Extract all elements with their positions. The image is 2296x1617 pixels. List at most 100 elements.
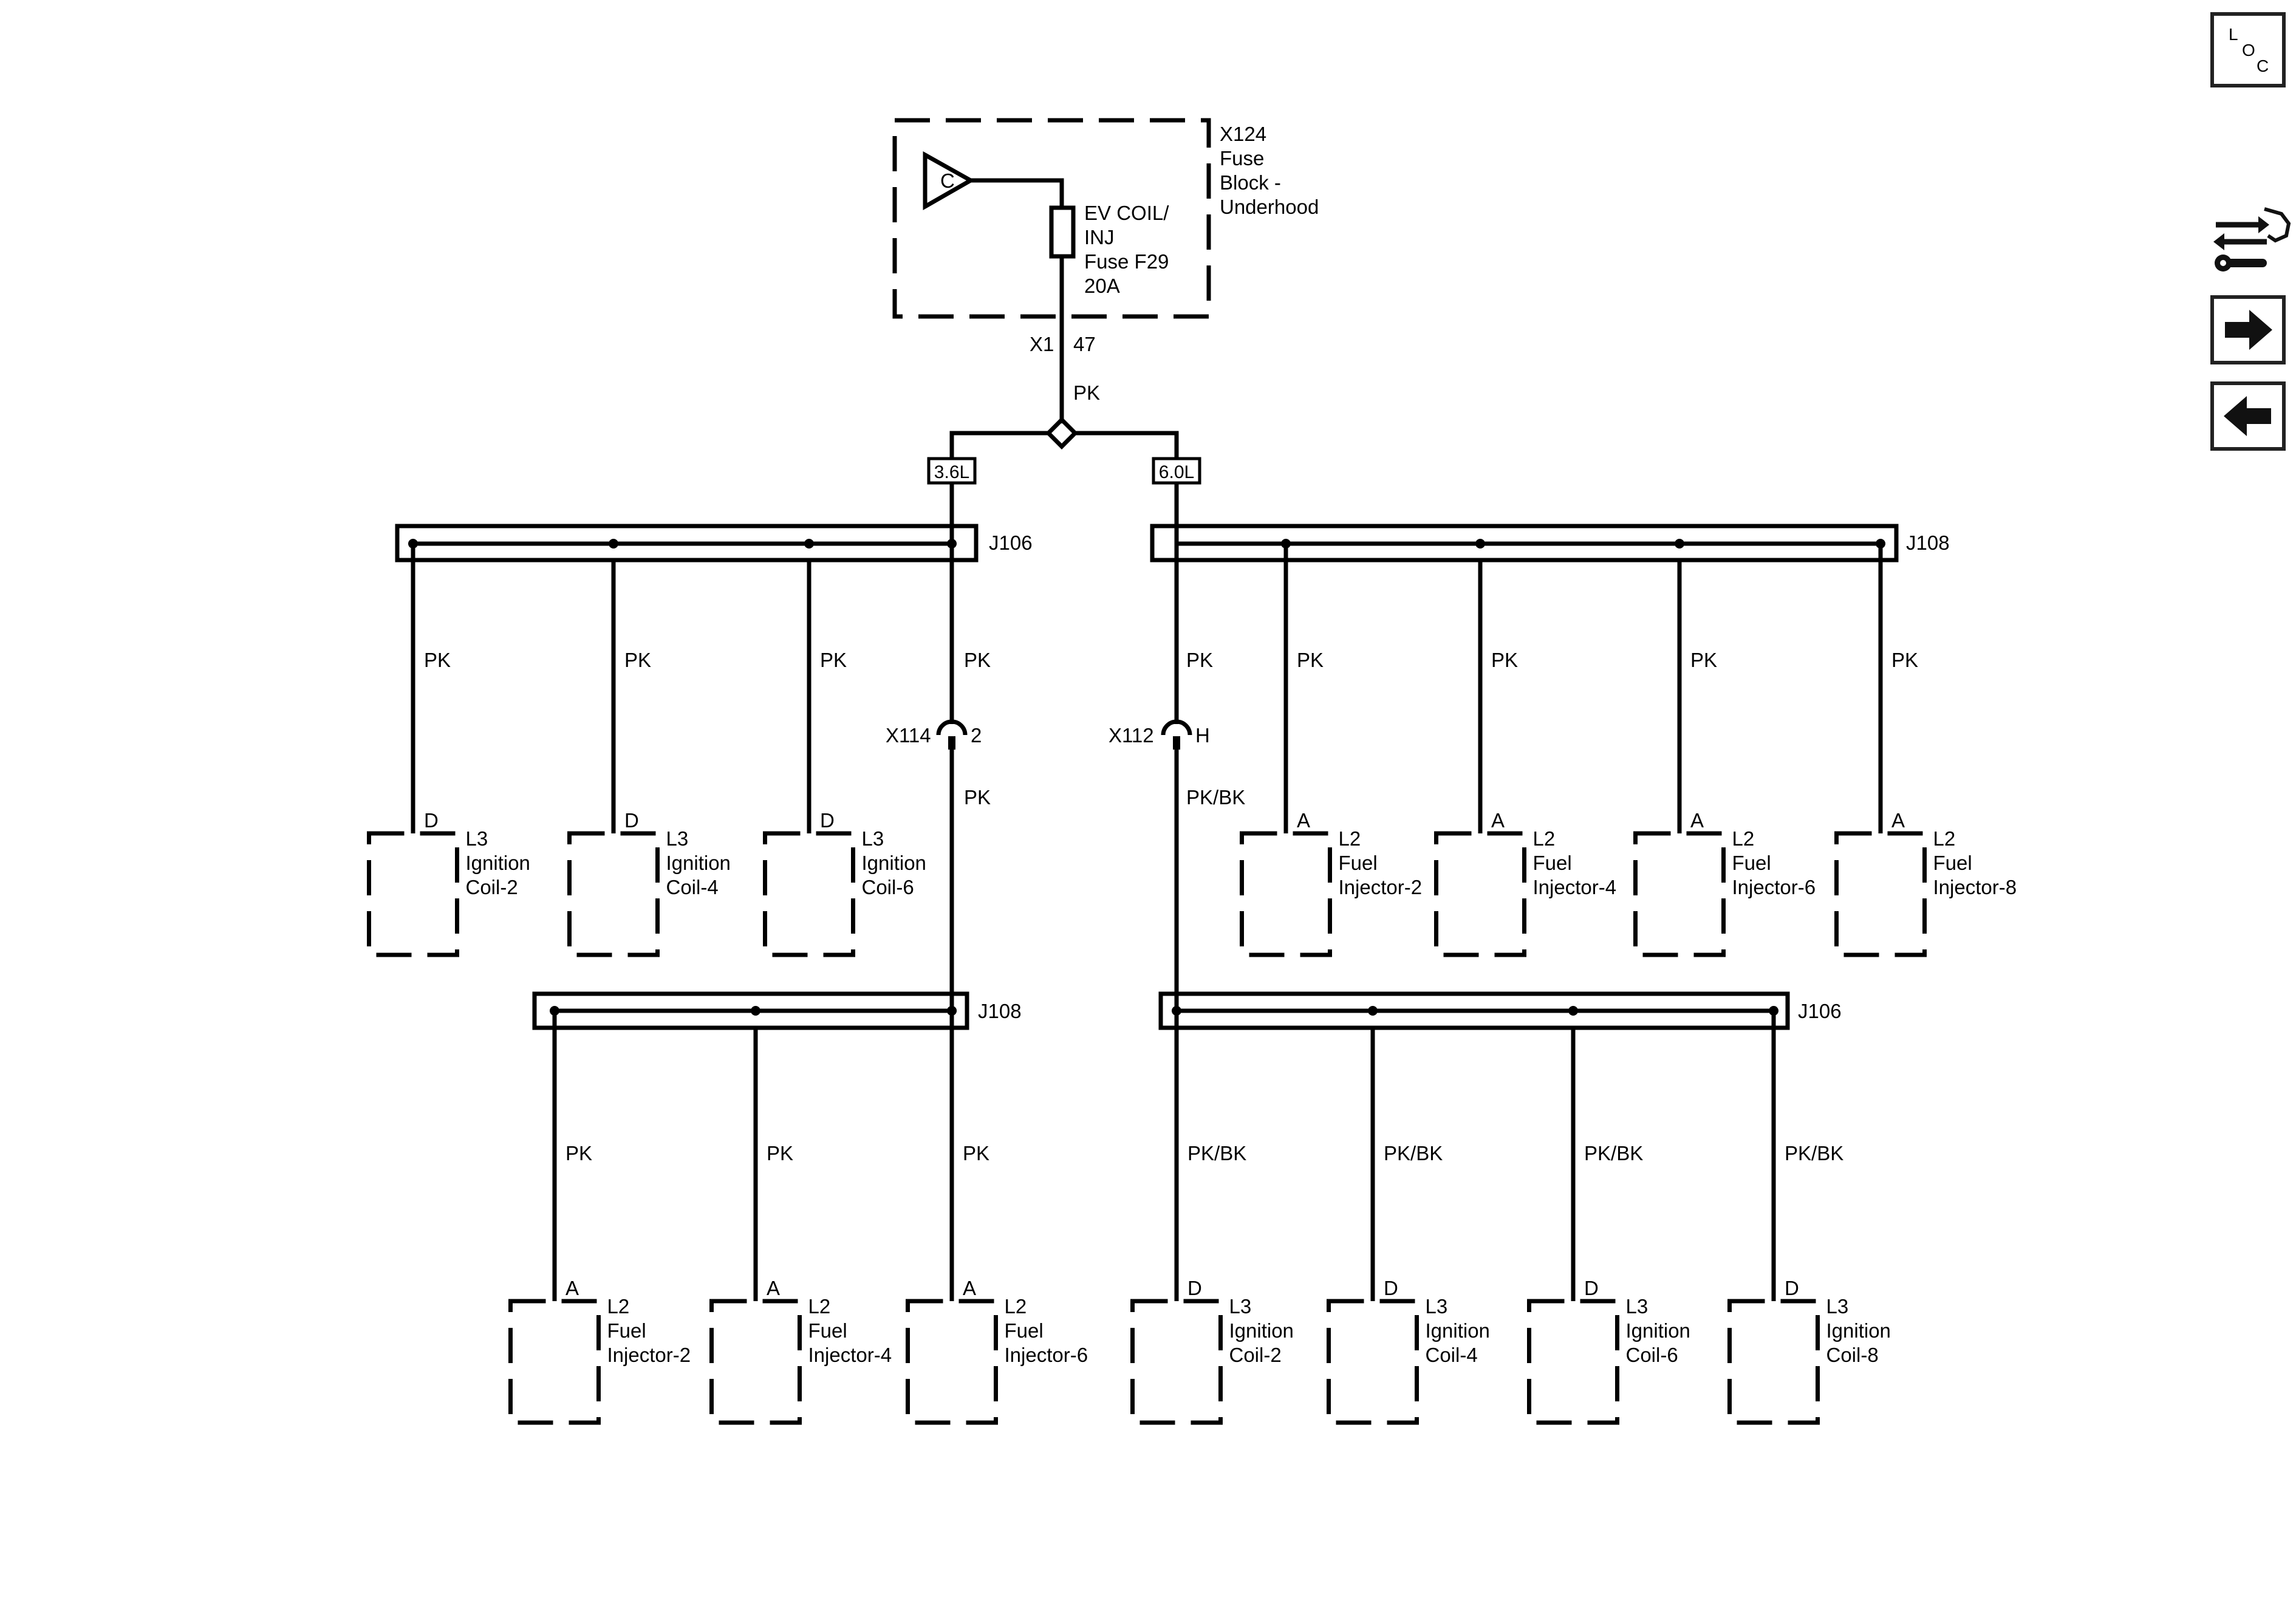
component-label-line-2: Ignition — [666, 852, 731, 874]
x112-name: X112 — [1109, 724, 1154, 747]
component-pin: D — [1785, 1277, 1799, 1299]
component-label-line-3: Injector-6 — [1732, 876, 1816, 898]
x114-wire-out: PK — [964, 786, 991, 808]
component-label-line-1: L2 — [607, 1295, 630, 1318]
splice-dot — [1568, 1006, 1578, 1016]
splice-j106-lower: J106 — [1158, 991, 1842, 1030]
component-label-line-3: Coil-6 — [862, 876, 914, 898]
branch-wire-color: PK/BK — [1384, 1142, 1443, 1164]
splice-lower-right-label: J106 — [1798, 1000, 1842, 1022]
branch-wire-color: PK — [1297, 649, 1324, 671]
splice-dot — [947, 539, 957, 549]
component-label-line-3: Coil-4 — [1426, 1344, 1478, 1366]
component-outline — [1633, 831, 1726, 957]
component-label-line-1: L2 — [808, 1295, 831, 1318]
component-label-line-2: Ignition — [1426, 1319, 1490, 1342]
branch-wire-color: PK — [1891, 649, 1918, 671]
component-label-line-1: L3 — [1229, 1295, 1252, 1318]
fuse-block-title-3: Block - — [1220, 171, 1281, 194]
component-label-line-1: L3 — [666, 827, 689, 850]
fuse-block-x124: X124 Fuse Block - Underhood C EV COIL/ I… — [892, 118, 1319, 319]
component-label-line-1: L2 — [1339, 827, 1361, 850]
previous-page-button[interactable] — [2210, 381, 2286, 451]
component-label-line-2: Fuel — [1933, 852, 1972, 874]
component-pin: D — [424, 809, 439, 832]
fuse-label-3: Fuse F29 — [1084, 250, 1169, 273]
component-outline — [1240, 831, 1332, 957]
x112-wire-out: PK/BK — [1186, 786, 1245, 808]
inline-connector-x114: PK X114 2 PK — [886, 544, 991, 1011]
component-pin: D — [1384, 1277, 1398, 1299]
loc-l: L — [2229, 25, 2238, 44]
fuse-block-title-1: X124 — [1220, 123, 1266, 145]
component-label-line-3: Coil-2 — [466, 876, 518, 898]
component-label-line-2: Ignition — [466, 852, 530, 874]
component-label-line-1: L3 — [1826, 1295, 1849, 1318]
fuse-block-title-4: Underhood — [1220, 196, 1319, 218]
component-label-line-2: Ignition — [1626, 1319, 1690, 1342]
component-label-line-3: Coil-6 — [1626, 1344, 1678, 1366]
component-locator-button[interactable] — [2209, 193, 2294, 278]
inline-connector-x112: PK X112 H PK/BK — [1109, 544, 1245, 1011]
branch-wire-color: PK/BK — [1785, 1142, 1843, 1164]
component-outline — [1130, 1299, 1223, 1425]
component-outline — [709, 1299, 802, 1425]
splice-dot — [408, 539, 418, 549]
loc-o: O — [2242, 41, 2255, 60]
branch-wire-color: PK — [1491, 649, 1518, 671]
component-pin: D — [1187, 1277, 1202, 1299]
splice-dot — [1368, 1006, 1378, 1016]
splice-dot — [1876, 539, 1885, 549]
x114-name: X114 — [886, 724, 931, 747]
splice-dot — [1475, 539, 1485, 549]
branch-wire-color: PK — [1690, 649, 1717, 671]
component-outline — [1834, 831, 1927, 957]
x114-pin: 2 — [971, 724, 982, 747]
loc-c: C — [2257, 56, 2269, 75]
component-label-line-2: Ignition — [1229, 1319, 1294, 1342]
branch-wire-color: PK/BK — [1187, 1142, 1246, 1164]
main-wire-color: PK — [1073, 381, 1100, 404]
connector-x1-label: X1 — [1030, 333, 1054, 355]
loc-icon: L O C — [2229, 25, 2269, 75]
component-label-line-2: Ignition — [862, 852, 926, 874]
splice-j106-upper: J106 — [395, 524, 1033, 562]
component-label-line-1: L3 — [466, 827, 488, 850]
component-pin: A — [767, 1277, 780, 1299]
next-page-button[interactable] — [2210, 295, 2286, 364]
splice-j108-upper: J108 — [1150, 524, 1950, 562]
branch-circuits: PKDL3IgnitionCoil-2PKDL3IgnitionCoil-4PK… — [367, 539, 2017, 1425]
power-symbol-label: C — [940, 169, 955, 192]
option-3-6l-label: 3.6L — [934, 462, 969, 482]
component-pin: A — [565, 1277, 579, 1299]
component-outline — [1327, 1299, 1419, 1425]
branch-wire-color: PK/BK — [1584, 1142, 1643, 1164]
component-label-line-3: Injector-2 — [1339, 876, 1423, 898]
component-pin: D — [1584, 1277, 1599, 1299]
splice-upper-right-label: J108 — [1906, 532, 1950, 554]
component-outline — [906, 1299, 998, 1425]
component-label-line-1: L2 — [1005, 1295, 1027, 1318]
splice-dot — [751, 1006, 760, 1016]
component-label-line-3: Injector-8 — [1933, 876, 2017, 898]
component-label-line-2: Fuel — [607, 1319, 646, 1342]
branch-wire-color: PK — [767, 1142, 793, 1164]
previous-arrow-icon — [2224, 396, 2271, 436]
component-outline — [567, 831, 660, 957]
loc-button[interactable]: L O C — [2210, 12, 2286, 87]
x112-pin: H — [1195, 724, 1210, 747]
component-pin: A — [1297, 809, 1310, 832]
fuse-label-2: INJ — [1084, 226, 1115, 248]
component-outline — [1527, 1299, 1619, 1425]
fuse-block-title-2: Fuse — [1220, 147, 1264, 169]
branch-wire-color: PK — [624, 649, 651, 671]
